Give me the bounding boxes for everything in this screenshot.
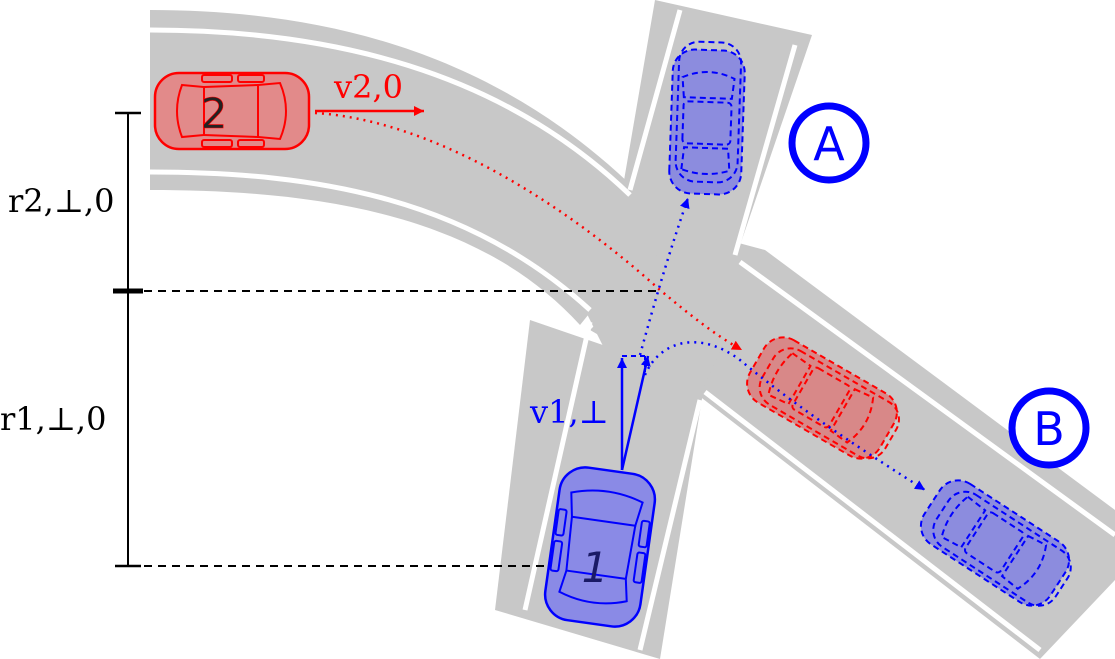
r1-label: r1,⊥,0 xyxy=(0,400,106,438)
ghost-car-blue-B xyxy=(919,479,1072,607)
svg-text:A: A xyxy=(813,117,845,171)
car-1-label: 1 xyxy=(582,543,609,592)
v1-arrows xyxy=(617,355,651,471)
car-1 xyxy=(543,466,657,628)
v2-label: v2,0 xyxy=(333,68,403,106)
car-2-label: 2 xyxy=(201,89,228,138)
car-2 xyxy=(153,71,311,151)
svg-text:B: B xyxy=(1033,402,1065,456)
v1-label: v1,⊥ xyxy=(529,393,609,431)
dimension-bracket xyxy=(113,111,143,568)
lane-lines xyxy=(149,9,1115,652)
reference-lines xyxy=(130,290,660,567)
label-B: B xyxy=(1008,387,1090,469)
label-A: A xyxy=(788,102,870,184)
ghost-car-red xyxy=(746,336,900,460)
ghost-car-blue-A xyxy=(668,40,746,196)
r2-label: r2,⊥,0 xyxy=(8,182,114,220)
red-trajectory xyxy=(314,111,743,352)
blue-trajectory-B xyxy=(643,341,926,492)
